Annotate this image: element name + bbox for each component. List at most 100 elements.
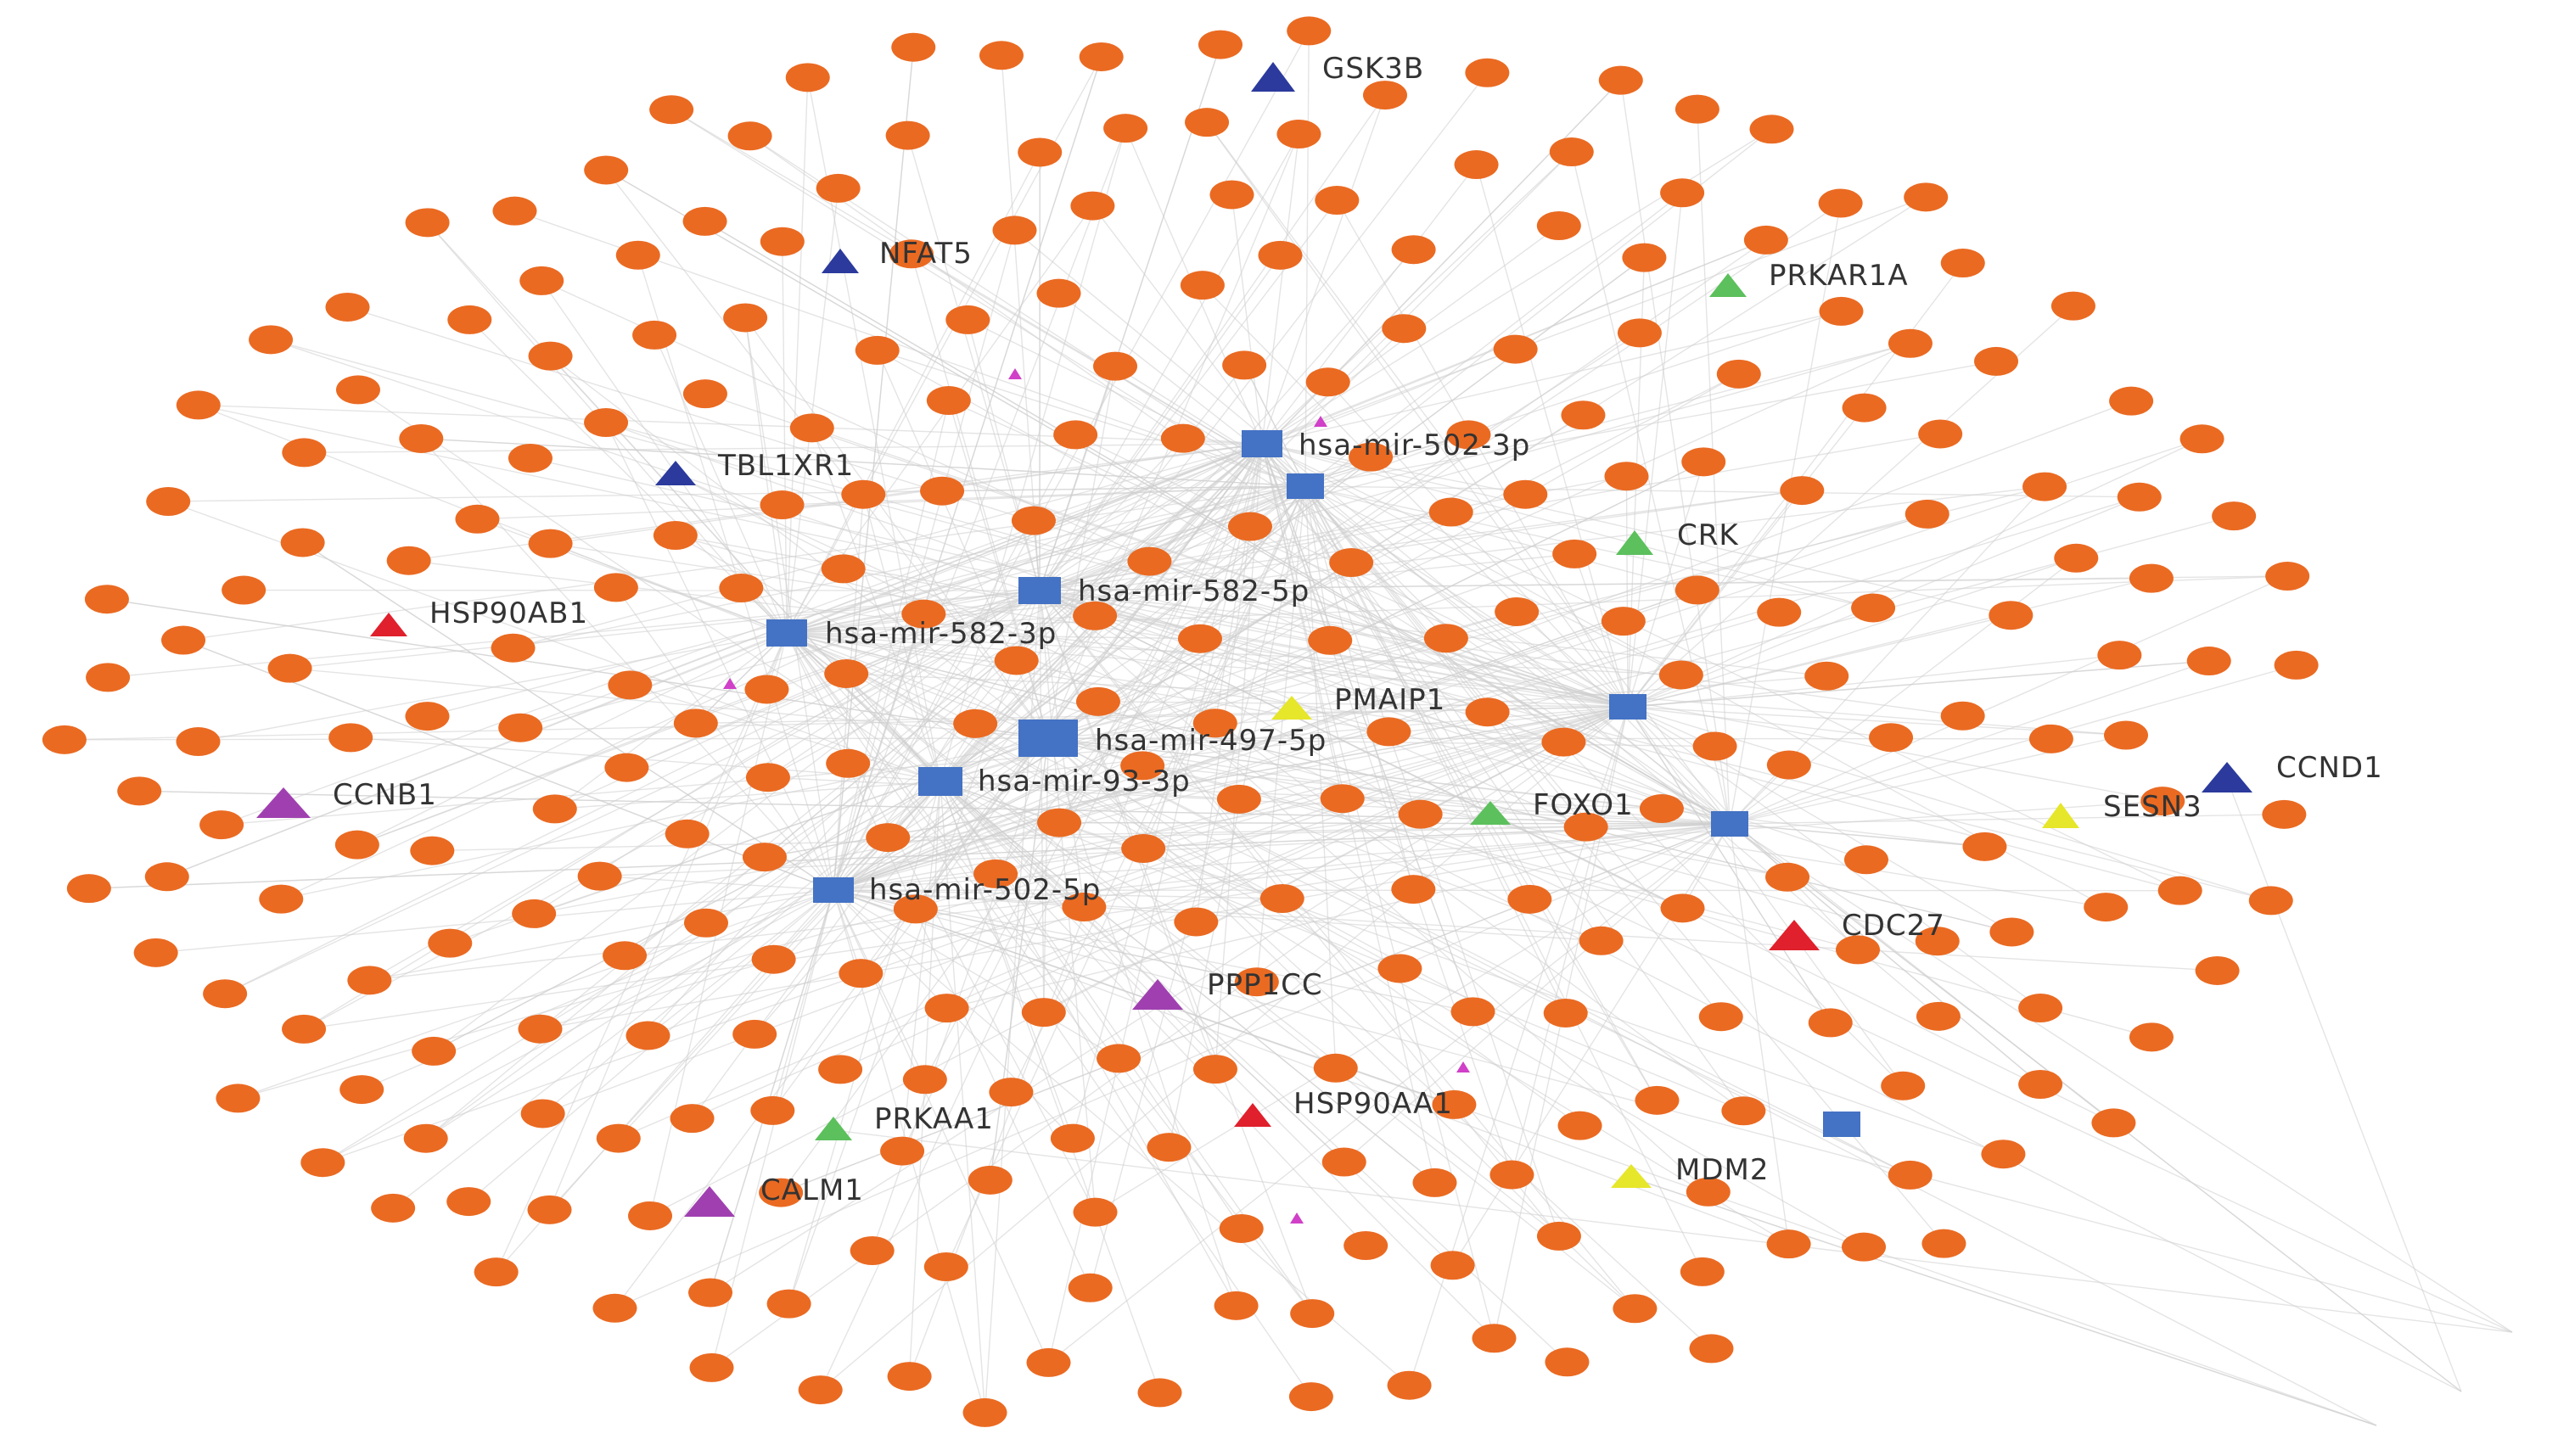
target-gene-node[interactable] xyxy=(1916,1001,1961,1031)
target-gene-node[interactable] xyxy=(901,599,946,629)
target-gene-node[interactable] xyxy=(117,776,162,806)
target-gene-node[interactable] xyxy=(518,1014,563,1044)
target-gene-node[interactable] xyxy=(1070,191,1115,221)
target-gene-node[interactable] xyxy=(962,1397,1007,1427)
target-gene-node[interactable] xyxy=(1174,907,1219,937)
target-gene-node[interactable] xyxy=(1329,548,1374,578)
target-gene-node[interactable] xyxy=(1549,137,1594,167)
target-gene-node[interactable] xyxy=(603,941,648,971)
target-gene-node[interactable] xyxy=(1192,708,1237,738)
target-gene-node[interactable] xyxy=(866,823,911,853)
target-gene-node[interactable] xyxy=(1660,893,1705,923)
target-gene-node[interactable] xyxy=(723,303,768,333)
target-gene-node[interactable] xyxy=(608,670,653,700)
target-gene-node[interactable] xyxy=(1541,727,1586,757)
target-gene-node[interactable] xyxy=(1315,186,1360,216)
target-gene-node[interactable] xyxy=(653,520,698,550)
target-gene-node[interactable] xyxy=(1428,497,1473,527)
target-gene-node[interactable] xyxy=(2179,424,2224,454)
target-gene-node[interactable] xyxy=(2274,650,2319,680)
target-gene-node[interactable] xyxy=(222,575,266,605)
target-gene-node[interactable] xyxy=(1962,832,2007,861)
target-gene-node[interactable] xyxy=(760,227,805,256)
target-gene-node[interactable] xyxy=(742,843,787,872)
target-gene-node[interactable] xyxy=(282,1014,327,1044)
target-gene-node[interactable] xyxy=(1198,30,1243,59)
target-gene-node[interactable] xyxy=(2028,724,2073,753)
target-gene-node[interactable] xyxy=(994,646,1039,675)
target-gene-node[interactable] xyxy=(1313,1053,1358,1083)
target-gene-node[interactable] xyxy=(1036,278,1081,308)
target-gene-node[interactable] xyxy=(592,1293,637,1323)
target-gene-node[interactable] xyxy=(347,966,392,995)
target-gene-node[interactable] xyxy=(1601,607,1646,636)
target-gene-node[interactable] xyxy=(920,476,965,506)
target-gene-node[interactable] xyxy=(520,1099,565,1128)
target-gene-node[interactable] xyxy=(649,95,694,125)
target-gene-node[interactable] xyxy=(1366,717,1411,747)
mirna-node-mir93-3p[interactable]: hsa-mir-93-3p xyxy=(918,764,1191,798)
target-gene-node[interactable] xyxy=(1209,180,1254,210)
target-gene-node[interactable] xyxy=(1127,546,1172,576)
target-gene-node[interactable] xyxy=(673,708,718,738)
target-gene-node[interactable] xyxy=(2129,1022,2174,1052)
target-gene-node[interactable] xyxy=(528,529,573,558)
target-gene-node[interactable] xyxy=(412,1036,457,1066)
gene-node-calm1[interactable]: CALM1 xyxy=(684,1173,864,1217)
target-gene-node[interactable] xyxy=(2109,386,2154,416)
target-gene-node[interactable] xyxy=(689,1352,734,1382)
target-gene-node[interactable] xyxy=(2248,886,2293,916)
target-gene-node[interactable] xyxy=(683,908,728,938)
target-gene-node[interactable] xyxy=(1692,731,1737,761)
target-gene-node[interactable] xyxy=(1062,893,1107,922)
target-gene-node[interactable] xyxy=(1622,243,1667,272)
target-gene-node[interactable] xyxy=(161,625,206,655)
target-gene-node[interactable] xyxy=(2022,472,2067,501)
mirna-node-mir582-3p[interactable]: hsa-mir-582-3p xyxy=(766,617,1057,651)
target-gene-node[interactable] xyxy=(1227,512,1272,541)
target-gene-node[interactable] xyxy=(1276,119,1321,148)
target-gene-node[interactable] xyxy=(1305,367,1350,397)
target-gene-node[interactable] xyxy=(766,1289,811,1319)
target-gene-node[interactable] xyxy=(2186,647,2231,676)
target-gene-node[interactable] xyxy=(1180,271,1225,300)
target-gene-node[interactable] xyxy=(203,979,248,1009)
target-gene-node[interactable] xyxy=(1398,799,1443,829)
target-gene-node[interactable] xyxy=(527,1195,572,1224)
target-gene-node[interactable] xyxy=(759,1178,804,1207)
target-gene-node[interactable] xyxy=(1137,1378,1182,1408)
target-gene-node[interactable] xyxy=(282,438,327,468)
target-gene-node[interactable] xyxy=(1472,1324,1517,1353)
mirna-node-unlabelled[interactable] xyxy=(1823,1112,1860,1137)
target-gene-node[interactable] xyxy=(1219,1213,1264,1243)
target-gene-node[interactable] xyxy=(176,390,221,420)
target-gene-node[interactable] xyxy=(1489,1160,1534,1190)
target-gene-node[interactable] xyxy=(1018,137,1063,167)
target-gene-node[interactable] xyxy=(577,861,622,891)
target-gene-node[interactable] xyxy=(1073,1197,1118,1227)
target-gene-node[interactable] xyxy=(66,874,111,904)
gene-node-mdm2[interactable]: MDM2 xyxy=(1611,1153,1769,1188)
target-gene-node[interactable] xyxy=(1382,314,1427,344)
target-gene-node[interactable] xyxy=(1716,359,1761,389)
target-gene-node[interactable] xyxy=(584,408,629,438)
target-gene-node[interactable] xyxy=(216,1084,261,1113)
target-gene-node[interactable] xyxy=(1743,225,1788,255)
mirna-node-mir582-5p[interactable]: hsa-mir-582-5p xyxy=(1018,574,1310,608)
target-gene-node[interactable] xyxy=(604,753,649,782)
target-gene-node[interactable] xyxy=(1545,1347,1590,1377)
target-gene-node[interactable] xyxy=(1465,58,1510,87)
target-gene-node[interactable] xyxy=(945,305,990,334)
target-gene-node[interactable] xyxy=(1147,1133,1192,1162)
target-gene-node[interactable] xyxy=(84,585,129,614)
target-gene-node[interactable] xyxy=(405,208,450,238)
target-gene-node[interactable] xyxy=(2018,1069,2063,1099)
target-gene-node[interactable] xyxy=(2097,641,2142,670)
target-gene-node[interactable] xyxy=(1780,476,1825,506)
target-gene-node[interactable] xyxy=(133,938,178,967)
gene-node-cdc27[interactable]: CDC27 xyxy=(1769,909,1945,950)
target-gene-node[interactable] xyxy=(1536,1221,1581,1251)
target-gene-node[interactable] xyxy=(1321,1147,1366,1177)
target-gene-node[interactable] xyxy=(532,794,577,824)
target-gene-node[interactable] xyxy=(1192,1055,1237,1084)
